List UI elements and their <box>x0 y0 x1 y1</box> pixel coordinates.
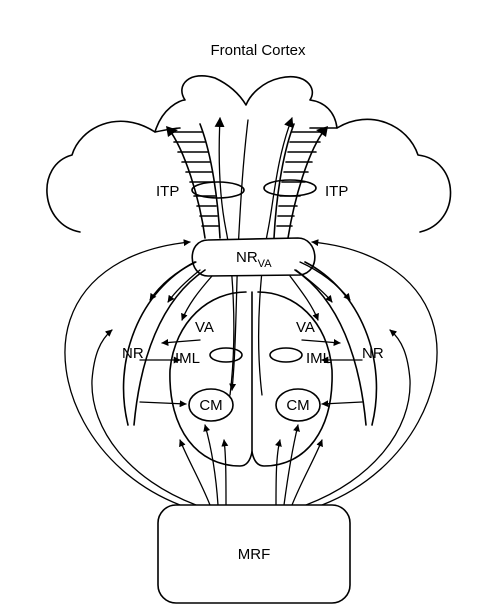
itp-left-ellipse <box>191 181 245 199</box>
cm-left-to-cortex-fiber <box>214 117 235 396</box>
mrf-to-cm-right-fiber-1 <box>283 424 300 506</box>
cm-right-label: CM <box>286 397 309 414</box>
nr-shell-right-inner <box>294 269 367 426</box>
mrf-to-cm-left-fiber-2 <box>221 439 229 506</box>
cm-left-ellipse <box>188 388 234 422</box>
nrva-to-nr-right-arrow-2 <box>295 269 333 303</box>
hatched-band-right <box>273 123 328 239</box>
va-left-label: VA <box>195 319 214 336</box>
va-to-nr-left-arrow <box>161 339 201 346</box>
va-to-nr-right-arrow <box>301 339 341 346</box>
mrf-box <box>157 504 351 604</box>
cm-right-to-cortex-fiber <box>257 117 294 396</box>
hatched-band-left <box>166 123 221 239</box>
mrf-to-thal-left-fiber <box>179 439 211 506</box>
mrf-to-thal-right-fiber <box>291 439 323 506</box>
mrf-label: MRF <box>238 546 271 563</box>
nr-to-cm-left-arrow <box>139 400 187 408</box>
nr-va-label: NRVA <box>236 249 272 270</box>
mrf-to-nrva-left-loop <box>64 239 191 506</box>
nr-right-label: NR <box>362 345 384 362</box>
frontal-cortex-title: Frontal Cortex <box>210 42 306 59</box>
nr-left-label: NR <box>122 345 144 362</box>
frontal-cortex-outline <box>46 75 452 233</box>
va-right-label: VA <box>296 319 315 336</box>
nrva-to-nr-left-arrow-2 <box>167 269 201 303</box>
nrva-to-nr-right-arrow-1 <box>299 261 351 301</box>
cm-left-label: CM <box>199 397 222 414</box>
nr-shell-right-outer <box>304 261 378 426</box>
nrva-to-va-left-arrow <box>181 275 213 321</box>
thalamus-right-lobe <box>251 291 333 467</box>
itp-right-ellipse <box>263 179 317 197</box>
iml-right-ellipse <box>269 347 303 363</box>
iml-left-label: IML <box>175 350 200 367</box>
mrf-to-nr-right-loop <box>305 329 411 506</box>
itp-left-label: ITP <box>156 183 179 200</box>
nr-to-cm-right-arrow <box>321 400 363 408</box>
nrva-to-nr-left-arrow-1 <box>149 261 197 301</box>
mrf-to-nr-left-loop <box>91 329 197 506</box>
mrf-to-nrva-right-loop <box>311 239 438 506</box>
cm-right-ellipse <box>275 388 321 422</box>
itp-right-label: ITP <box>325 183 348 200</box>
iml-right-label: IML <box>306 350 331 367</box>
iml-left-ellipse <box>209 347 243 363</box>
nr-va-box <box>191 237 316 277</box>
mrf-to-cm-right-fiber-2 <box>274 439 282 506</box>
mrf-to-cm-left-fiber-1 <box>203 424 219 506</box>
nr-shell-left-inner <box>133 269 206 426</box>
thalamus-left-lobe <box>169 291 253 467</box>
nrva-to-va-right-arrow <box>289 275 319 321</box>
